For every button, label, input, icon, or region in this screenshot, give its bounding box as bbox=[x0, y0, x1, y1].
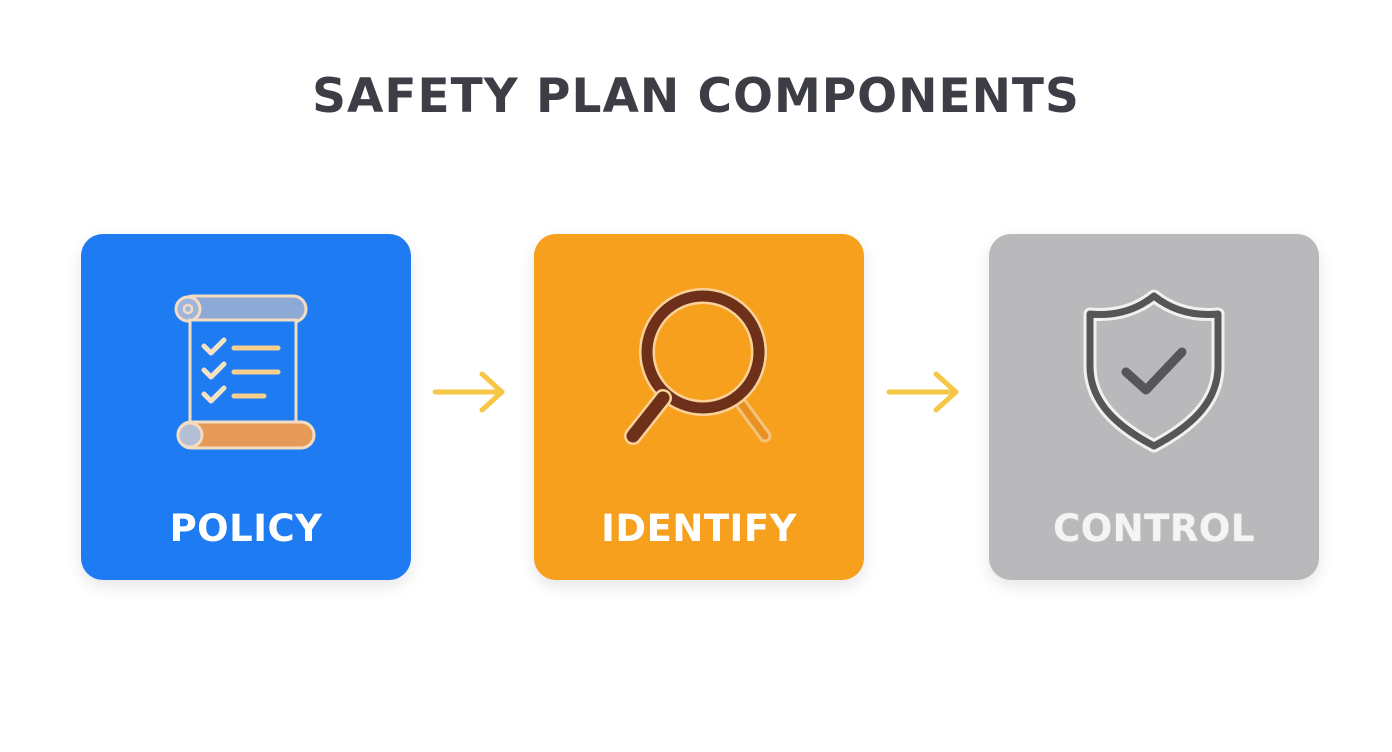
arrow-right-icon bbox=[432, 371, 505, 413]
checklist-scroll-icon bbox=[174, 294, 316, 450]
policy-card: POLICY bbox=[81, 234, 411, 580]
control-label: CONTROL bbox=[1053, 507, 1255, 550]
arrow-right-icon bbox=[886, 371, 959, 413]
control-card: CONTROL bbox=[989, 234, 1319, 580]
magnifying-glass-icon bbox=[624, 288, 772, 445]
diagram-title: SAFETY PLAN COMPONENTS bbox=[312, 69, 1080, 124]
policy-label: POLICY bbox=[169, 507, 323, 550]
identify-label: IDENTIFY bbox=[601, 507, 797, 550]
identify-card: IDENTIFY bbox=[534, 234, 864, 580]
shield-check-icon bbox=[1083, 289, 1225, 453]
